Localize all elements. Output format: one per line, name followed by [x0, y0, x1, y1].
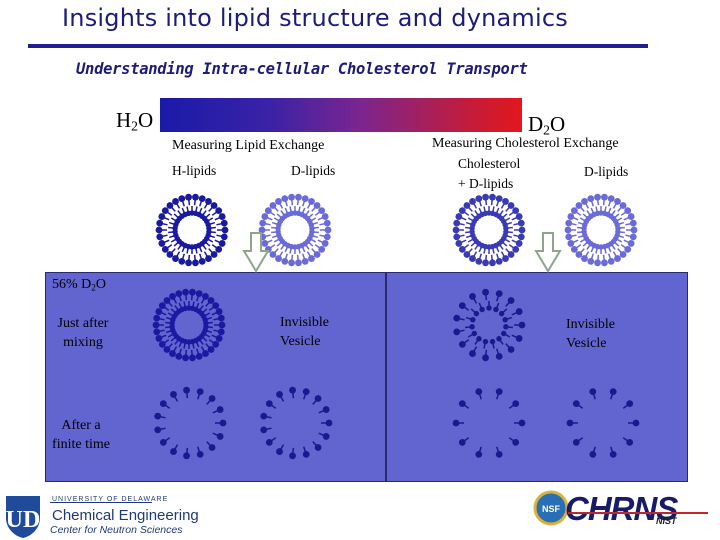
ud-logo-icon: UD — [6, 496, 41, 538]
down-arrow-icon — [536, 233, 560, 271]
ud-center: Center for Neutron Sciences — [50, 524, 182, 536]
vesicle-icon — [153, 289, 226, 361]
nist-logo-text: NIST — [656, 516, 677, 526]
svg-text:UD: UD — [6, 507, 41, 533]
lipid-fragment-icon — [154, 387, 226, 459]
lipid-fragment-icon — [567, 388, 640, 458]
svg-text:NSF: NSF — [542, 504, 561, 514]
ud-divider — [50, 502, 152, 503]
nsf-logo-icon: NSF — [535, 492, 567, 524]
ud-department: Chemical Engineering — [52, 507, 199, 524]
lipid-fragment-icon — [453, 388, 526, 458]
vesicle-icon — [453, 194, 526, 266]
lipid-fragment-icon — [453, 289, 525, 361]
vesicle-icon — [565, 194, 638, 266]
chrns-underline — [568, 512, 708, 514]
vesicle-icon — [156, 194, 229, 266]
vesicle-icon — [259, 194, 332, 266]
lipid-fragment-icon — [260, 387, 332, 459]
